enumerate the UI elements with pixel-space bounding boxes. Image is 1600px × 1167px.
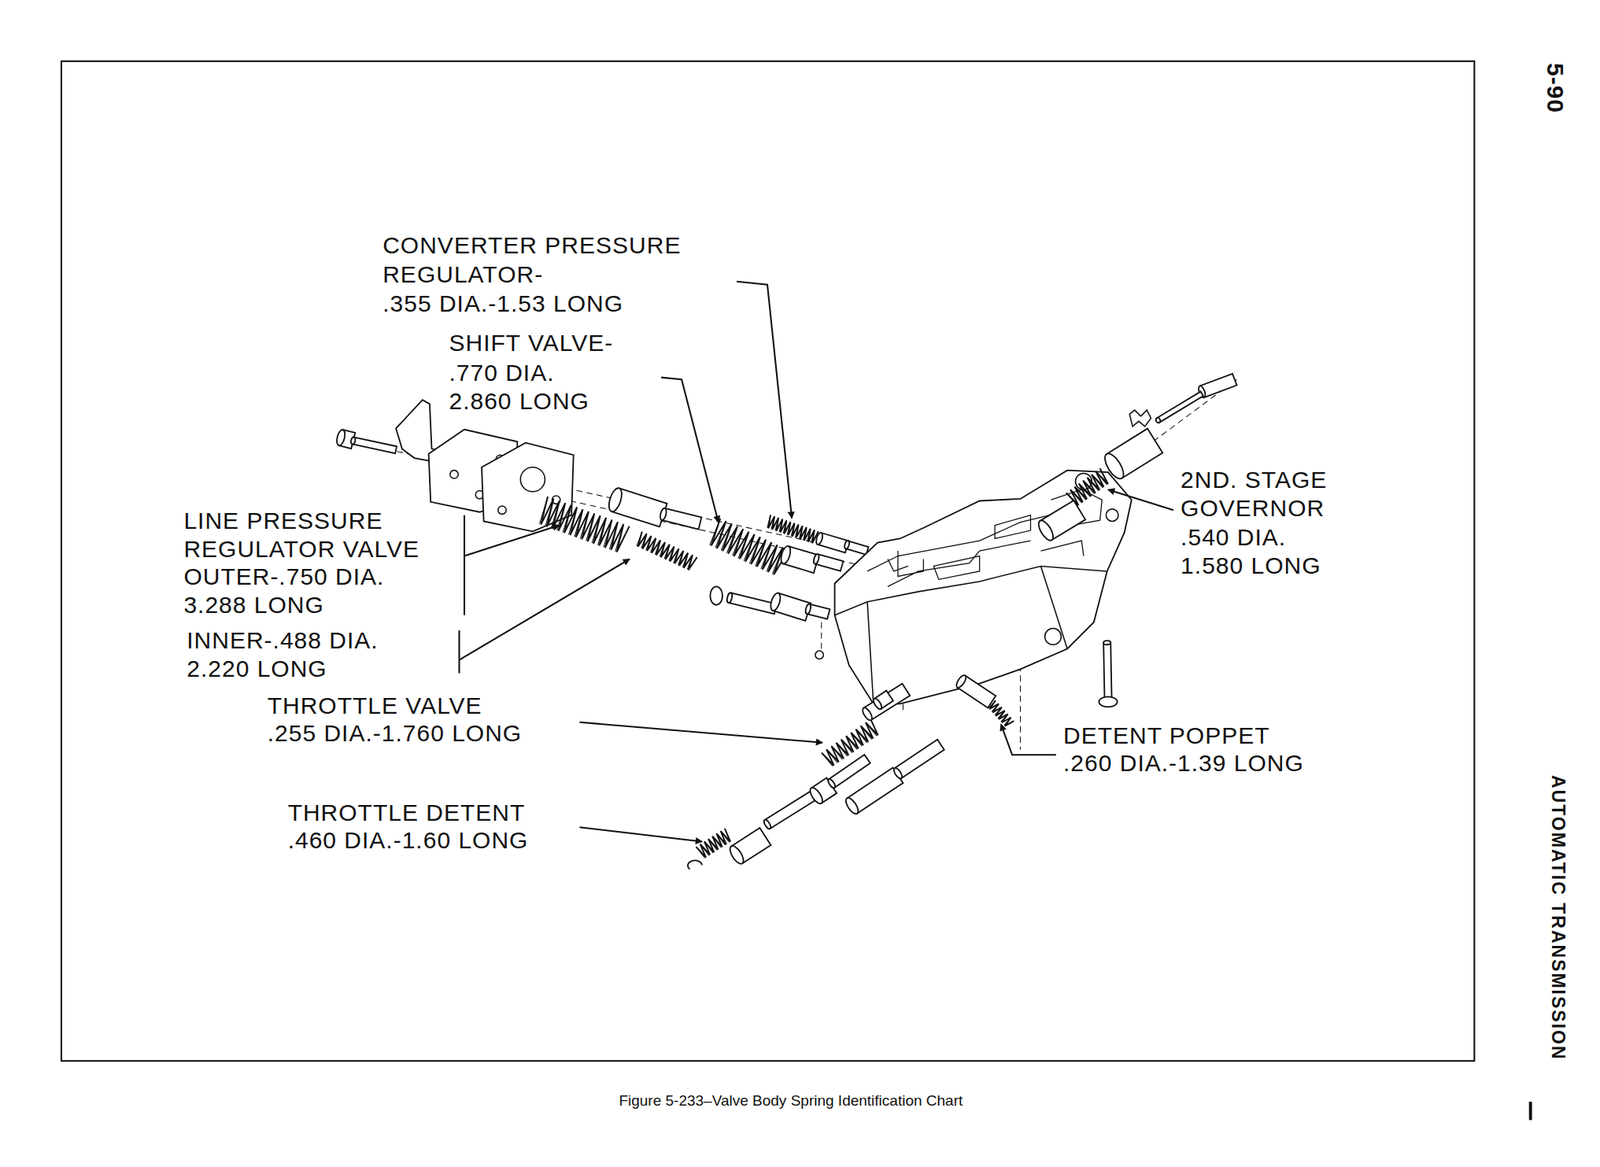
gasket-plate <box>481 443 574 533</box>
bolt-head <box>1098 696 1117 707</box>
page-frame <box>61 61 1475 1061</box>
side-rule <box>1529 1101 1533 1120</box>
cylinder-end <box>727 843 747 866</box>
spring-label: DETENT POPPET <box>1063 721 1271 751</box>
spring-label: REGULATOR VALVE <box>183 535 420 564</box>
leader-line <box>464 525 560 557</box>
spring-coil-back <box>767 514 815 543</box>
spring-label: .460 DIA.-1.60 LONG <box>288 826 529 855</box>
cylinder-end <box>805 603 813 615</box>
cylinder-end <box>659 507 668 522</box>
cylinder-end <box>954 673 969 690</box>
cylinder-end <box>762 818 773 830</box>
page-number: 5-90 <box>1542 62 1568 114</box>
valve-cylinder <box>1156 391 1204 423</box>
leader-line <box>459 558 630 660</box>
spring-coil-back <box>821 722 877 767</box>
valve-body <box>835 470 1132 705</box>
spring-label: 1.580 LONG <box>1180 551 1321 581</box>
cylinder-end <box>872 697 884 711</box>
leader-line <box>579 827 703 842</box>
bore-hole <box>1105 509 1119 522</box>
valve-cylinder <box>1103 642 1112 699</box>
spring-coil <box>696 828 732 858</box>
spring-coil <box>1066 468 1109 506</box>
spring-label: 2ND. STAGE <box>1180 465 1327 495</box>
spring-label: INNER-.488 DIA. <box>186 626 378 655</box>
spring-coil-back <box>988 700 1011 725</box>
cylinder-end <box>768 591 783 612</box>
spring-label: 2.860 LONG <box>448 387 589 416</box>
section-title: AUTOMATIC TRANSMISSION <box>1548 775 1568 1061</box>
cylinder-end <box>892 766 904 780</box>
retaining-ring <box>709 586 723 605</box>
leader-line <box>661 377 719 523</box>
spring-label: GOVERNOR <box>1180 494 1325 523</box>
spring-label: .260 DIA.-1.39 LONG <box>1063 749 1305 778</box>
spring-label: .540 DIA. <box>1180 523 1286 552</box>
cylinder-end <box>860 706 874 723</box>
cylinder-end <box>812 553 821 565</box>
spring-label: .770 DIA. <box>448 358 555 388</box>
cylinder-end <box>726 592 734 604</box>
leader-line <box>579 722 823 743</box>
cylinder-end <box>843 796 861 817</box>
spring-coil-back <box>696 831 730 858</box>
valve-cylinder <box>661 508 702 530</box>
leader-line <box>1108 489 1174 510</box>
retaining-clip <box>687 860 703 869</box>
spring-label: .255 DIA.-1.760 LONG <box>267 719 523 748</box>
cylinder-end <box>1155 417 1162 424</box>
spring-label: CONVERTER PRESSURE <box>382 231 681 260</box>
spring-coil-back <box>636 532 693 570</box>
cylinder-end <box>779 545 793 566</box>
check-ball <box>815 650 824 659</box>
spring-label: REGULATOR- <box>382 260 544 289</box>
cylinder-end <box>843 540 850 550</box>
bracket-line <box>463 515 466 616</box>
spring-label: SHIFT VALVE- <box>448 328 614 358</box>
bolt-hole <box>498 506 507 514</box>
leader-line <box>736 281 792 519</box>
cylinder-end <box>350 436 356 445</box>
bracket-line <box>458 630 460 673</box>
spring-label: 2.220 LONG <box>186 654 327 684</box>
cylinder-end <box>807 786 825 806</box>
bore-hole <box>1045 628 1062 646</box>
valve-cylinder <box>352 437 397 455</box>
cylinder-end <box>815 532 825 546</box>
spring-label: OUTER-.750 DIA. <box>183 562 385 592</box>
exploded-parts <box>335 373 1237 870</box>
spring-coil <box>989 700 1014 726</box>
valve-body-channels <box>867 489 1102 587</box>
spring-label: THROTTLE VALVE <box>267 691 483 721</box>
cylinder-end <box>827 778 837 790</box>
cylinder-end <box>606 486 625 514</box>
cylinder-end <box>335 428 347 447</box>
spring-label: 3.288 LONG <box>183 591 324 620</box>
spring-label: LINE PRESSURE <box>183 506 383 536</box>
retaining-clip <box>1129 410 1151 427</box>
spring-coil <box>821 719 879 766</box>
leader-line <box>1001 724 1057 755</box>
valve-cylinder <box>728 592 777 614</box>
cylinder-end <box>1103 640 1111 645</box>
spring-label: .355 DIA.-1.53 LONG <box>382 289 624 318</box>
valve-cylinder <box>894 739 945 779</box>
bolt-hole <box>450 470 459 479</box>
spring-label: THROTTLE DETENT <box>288 798 526 828</box>
gasket-hole <box>520 467 545 492</box>
cylinder-end <box>1035 518 1057 544</box>
figure-caption: Figure 5-233–Valve Body Spring Identific… <box>618 1091 963 1111</box>
